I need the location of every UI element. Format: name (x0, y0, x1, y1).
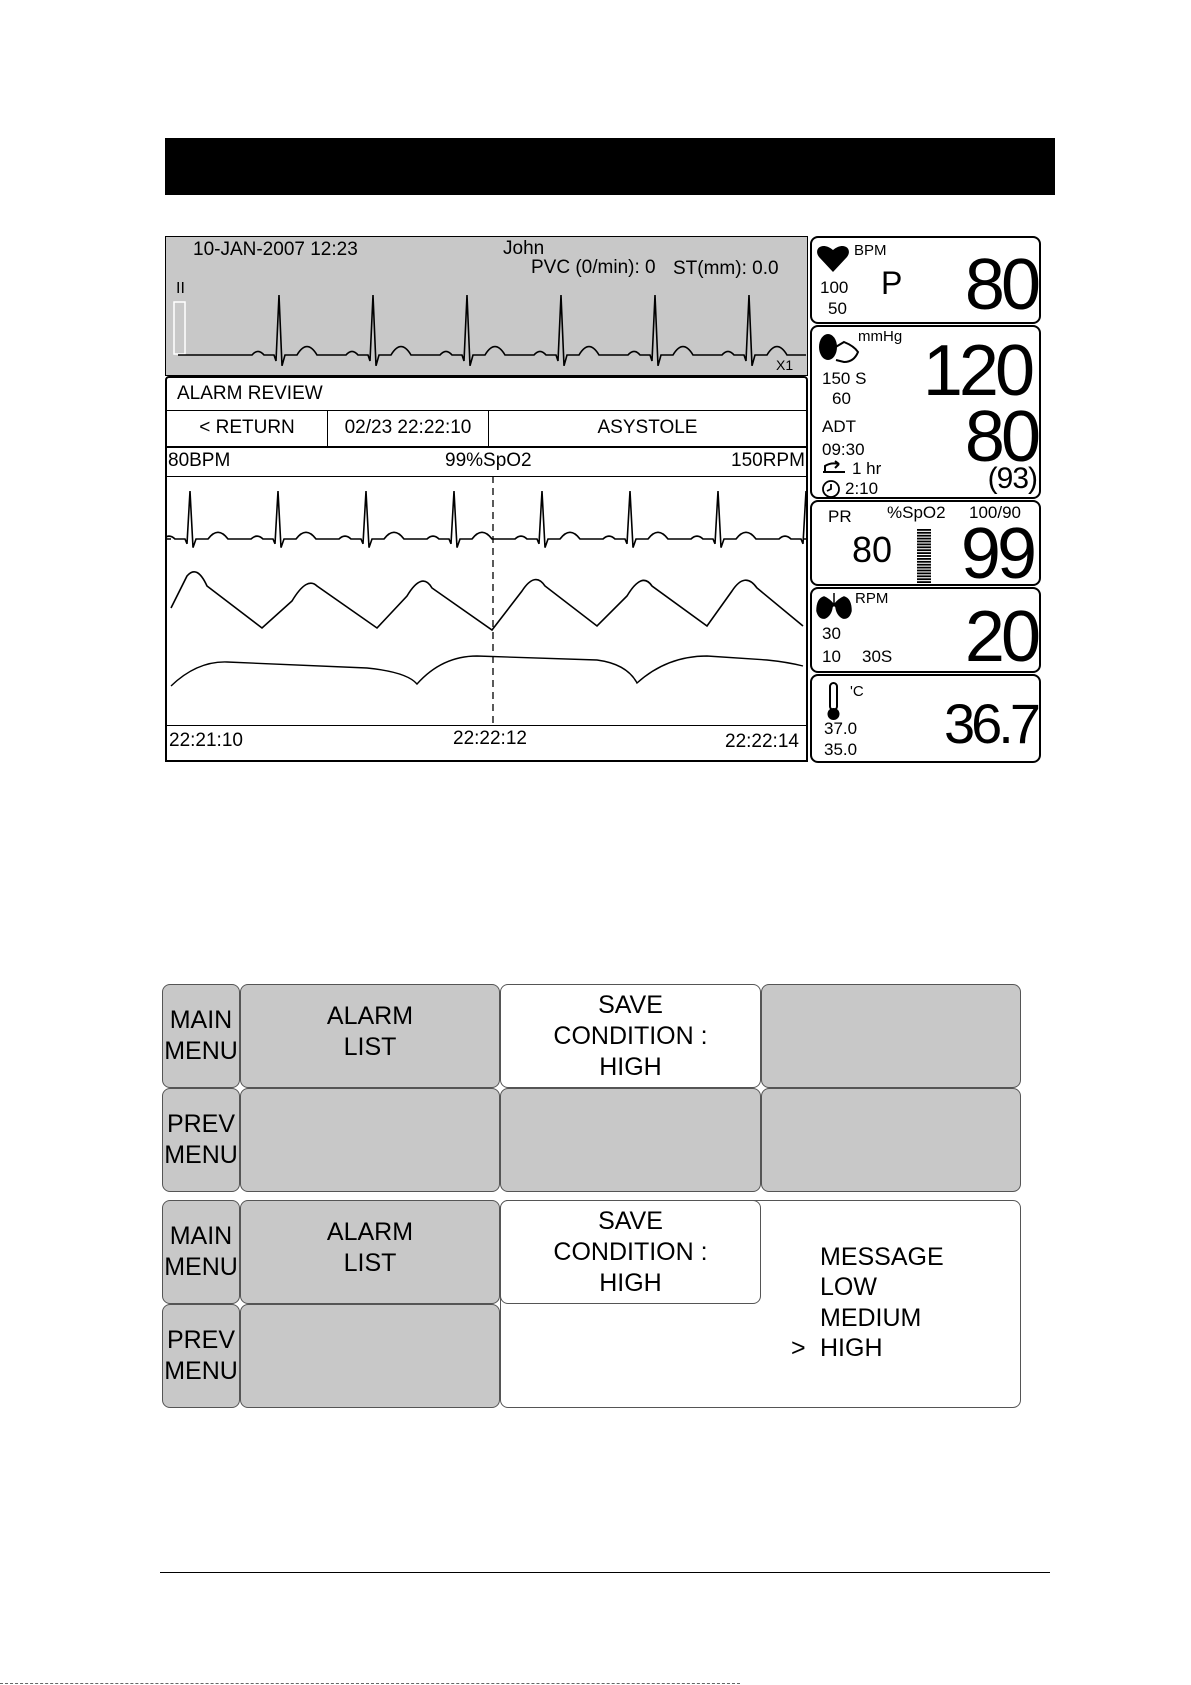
review-waveforms (167, 476, 806, 728)
return-button[interactable]: < RETURN (167, 410, 328, 446)
prev-menu-button[interactable]: PREV MENU (162, 1088, 240, 1192)
pr-value: 80 (852, 529, 893, 570)
nibp-mean: (93) (987, 462, 1038, 495)
resp-apnea: 30S (862, 647, 893, 666)
temp-high-limit: 37.0 (824, 719, 858, 738)
option-high[interactable]: HIGH (820, 1334, 883, 1362)
datetime: 10-JAN-2007 12:23 (193, 239, 358, 260)
hr-value-big: 80 (964, 245, 1041, 325)
option-message[interactable]: MESSAGE (820, 1243, 944, 1271)
heart-icon (817, 246, 849, 272)
spo2-panel[interactable]: PR %SpO2 100/90 80 99 (810, 500, 1041, 590)
temp-unit: 'C (850, 683, 864, 700)
spo2-value-big: 99 (960, 514, 1037, 594)
st-readout: ST(mm): 0.0 (673, 258, 779, 279)
title-bar (165, 138, 1055, 195)
spo2-limits: 100/90 (969, 503, 1021, 522)
nibp-interval: 1 hr (852, 459, 882, 478)
nibp-mode: ADT (822, 417, 856, 436)
cuff-icon (819, 334, 860, 364)
signal-strength-bar (917, 529, 931, 583)
temp-panel[interactable]: 'C 37.0 35.0 36.7 (810, 674, 1041, 763)
resp-low-limit: 10 (822, 647, 841, 666)
empty-softkey[interactable] (761, 984, 1021, 1088)
event-type[interactable]: ASYSTOLE (597, 417, 698, 438)
page-edge-rule (0, 1683, 740, 1684)
nibp-unit: mmHg (858, 328, 903, 345)
selected-marker: > (791, 1334, 806, 1362)
pr-label: PR (828, 507, 852, 526)
alarm-review-values: 80BPM 99%SpO2 150RPM (167, 446, 806, 477)
spo2-value: 99%SpO2 (445, 450, 532, 471)
event-time[interactable]: 02/23 22:22:10 (328, 410, 489, 446)
alarm-list-button[interactable]: ALARM LIST (240, 984, 500, 1088)
interval-icon (823, 460, 845, 473)
time-start: 22:21:10 (169, 730, 243, 751)
clock-icon (822, 480, 840, 498)
hr-source: P (881, 265, 903, 301)
gain-label: X1 (776, 357, 794, 373)
resp-value-big: 20 (964, 597, 1041, 677)
alarm-review-title: ALARM REVIEW (177, 383, 323, 404)
resp-high-limit: 30 (822, 624, 841, 643)
nibp-systolic: 120 (922, 331, 1035, 411)
nibp-high-limit: 150 S (822, 369, 867, 388)
empty-softkey[interactable] (761, 1088, 1021, 1192)
ecg-waveform (173, 294, 806, 367)
time-end: 22:22:14 (725, 731, 799, 752)
temp-value-big: 36.7 (944, 692, 1041, 755)
option-medium[interactable]: MEDIUM (820, 1304, 922, 1332)
footer-rule (160, 1572, 1050, 1573)
main-menu-button[interactable]: MAIN MENU (162, 1200, 240, 1304)
hr-high-limit: 100 (820, 278, 849, 297)
nibp-time: 09:30 (822, 440, 865, 459)
save-condition-button[interactable]: SAVE CONDITION : HIGH (500, 984, 761, 1088)
alarm-review-timeline: 22:21:10 22:22:12 22:22:14 (167, 725, 806, 760)
prev-menu-button[interactable]: PREV MENU (162, 1304, 240, 1408)
alarm-review-header: ALARM REVIEW (167, 378, 806, 411)
lungs-icon (816, 593, 852, 619)
nibp-panel[interactable]: mmHg 150 S 60 ADT 09:30 1 hr 2:10 120 80… (810, 325, 1041, 499)
empty-softkey[interactable] (500, 1088, 761, 1192)
time-mid: 22:22:12 (453, 728, 527, 749)
spo2-unit: %SpO2 (887, 503, 946, 522)
patient-name: John (503, 238, 545, 259)
nibp-diastolic: 80 (964, 397, 1041, 477)
option-low[interactable]: LOW (820, 1273, 877, 1301)
alarm-review-toolbar: < RETURN 02/23 22:22:10 ASYSTOLE (167, 410, 806, 448)
review-ecg-trace (167, 490, 806, 548)
hr-low-limit: 50 (828, 299, 847, 318)
save-condition-button[interactable]: SAVE CONDITION : HIGH (500, 1200, 761, 1304)
resp-unit: RPM (855, 590, 889, 607)
hr-panel[interactable]: BPM 100 50 P 80 (810, 236, 1041, 324)
temp-low-limit: 35.0 (824, 740, 858, 759)
main-menu-button[interactable]: MAIN MENU (162, 984, 240, 1088)
nibp-low-limit: 60 (832, 389, 851, 408)
alarm-list-button[interactable]: ALARM LIST (240, 1200, 500, 1304)
ecg-strip: 10-JAN-2007 12:23 John PVC (0/min): 0 ST… (165, 236, 808, 376)
review-pleth-trace (170, 570, 804, 632)
hr-value: 80BPM (168, 450, 231, 471)
empty-softkey[interactable] (240, 1088, 500, 1192)
resp-value: 150RPM (731, 450, 805, 471)
hr-unit: BPM (854, 242, 887, 259)
pvc-readout: PVC (0/min): 0 (531, 257, 656, 278)
review-resp-trace (170, 655, 804, 687)
resp-panel[interactable]: RPM 30 10 30S 20 (810, 587, 1041, 673)
thermometer-icon (827, 682, 840, 720)
nibp-countdown: 2:10 (845, 479, 879, 498)
lead-label: II (176, 280, 185, 297)
empty-softkey[interactable] (240, 1304, 500, 1408)
alarm-review-window: ALARM REVIEW < RETURN 02/23 22:22:10 ASY… (165, 376, 808, 762)
